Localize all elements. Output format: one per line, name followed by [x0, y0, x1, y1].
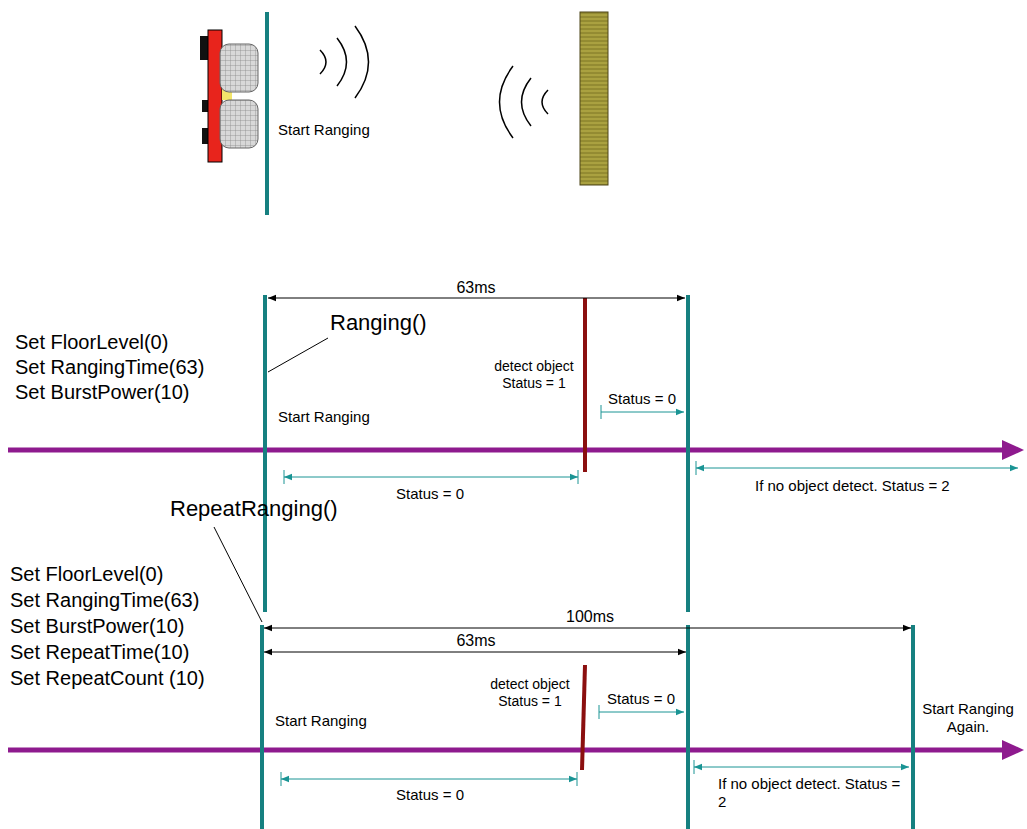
duration-label: 63ms	[456, 278, 495, 297]
dimension-tick	[281, 772, 282, 786]
event-label: Start Ranging	[278, 408, 370, 426]
status-label: If no object detect. Status = 2	[718, 775, 906, 811]
setting-line: Set BurstPower(10)	[15, 380, 190, 404]
setting-line: Set RepeatTime(10)	[10, 640, 189, 664]
time-axis	[8, 748, 1004, 753]
dimension-line	[264, 628, 911, 629]
function-call: RepeatRanging()	[170, 496, 338, 522]
dimension-line	[281, 779, 577, 780]
dimension-tick	[577, 772, 578, 786]
setting-line: Set BurstPower(10)	[10, 614, 185, 638]
transducer	[220, 100, 258, 148]
dimension-line	[694, 767, 909, 768]
wave-arc	[337, 38, 347, 86]
event-label: detect object Status = 1	[485, 358, 583, 392]
start-marker	[260, 625, 264, 829]
sensor-label: Start Ranging	[278, 121, 370, 139]
dimension-line	[284, 477, 578, 478]
sound-waves-out	[320, 26, 369, 98]
event-label: Start Ranging	[275, 712, 367, 730]
end-marker	[686, 625, 690, 829]
detect-marker	[582, 665, 585, 770]
setting-line: Set FloorLevel(0)	[15, 330, 168, 354]
wave-arc	[500, 66, 514, 138]
dimension-tick	[601, 405, 602, 419]
dimension-line	[268, 298, 685, 299]
status-dimensions	[284, 405, 1018, 484]
target-wall	[580, 12, 608, 185]
status-label: Status = 0	[396, 786, 464, 804]
repeat-marker	[911, 625, 915, 829]
status-label: Status = 0	[607, 690, 675, 708]
leader-line	[268, 338, 328, 372]
duration-label: 100ms	[566, 607, 614, 626]
transducer	[220, 44, 258, 92]
sensor-board	[208, 30, 222, 162]
setting-line: Set RepeatCount (10)	[10, 666, 205, 690]
time-axis-head	[1002, 440, 1024, 460]
dimension-tick	[578, 470, 579, 484]
start-marker	[265, 12, 269, 215]
dimension-line	[601, 412, 684, 413]
dimension-tick	[284, 470, 285, 484]
detect-marker	[583, 298, 587, 472]
dimension-line	[696, 468, 1018, 469]
wave-arc	[320, 50, 326, 74]
status-label: Status = 0	[396, 485, 464, 503]
dimension-tick	[696, 461, 697, 475]
dimension-line	[599, 712, 684, 713]
sound-waves-echo	[500, 66, 549, 138]
event-label: detect object Status = 1	[481, 676, 579, 710]
dimension-tick	[694, 760, 695, 774]
leader-line	[214, 527, 262, 622]
function-call: Ranging()	[330, 310, 427, 336]
status-label: If no object detect. Status = 2	[755, 477, 950, 495]
wave-arc	[522, 78, 532, 126]
duration-label: 63ms	[456, 631, 495, 650]
setting-line: Set FloorLevel(0)	[10, 562, 163, 586]
setting-line: Set RangingTime(63)	[15, 355, 204, 379]
setting-line: Set RangingTime(63)	[10, 588, 199, 612]
wave-arc	[355, 26, 369, 98]
ultrasonic-sensor	[200, 30, 258, 162]
status-dimensions	[281, 705, 909, 786]
status-label: Status = 0	[608, 390, 676, 408]
end-marker	[686, 295, 690, 612]
dimension-tick	[599, 705, 600, 719]
wave-arc	[542, 90, 548, 114]
time-axis	[8, 448, 1004, 453]
start-marker	[263, 295, 267, 612]
event-label: Start Ranging Again.	[916, 700, 1020, 736]
time-axis-head	[1002, 740, 1024, 760]
dimension-line	[264, 652, 686, 653]
